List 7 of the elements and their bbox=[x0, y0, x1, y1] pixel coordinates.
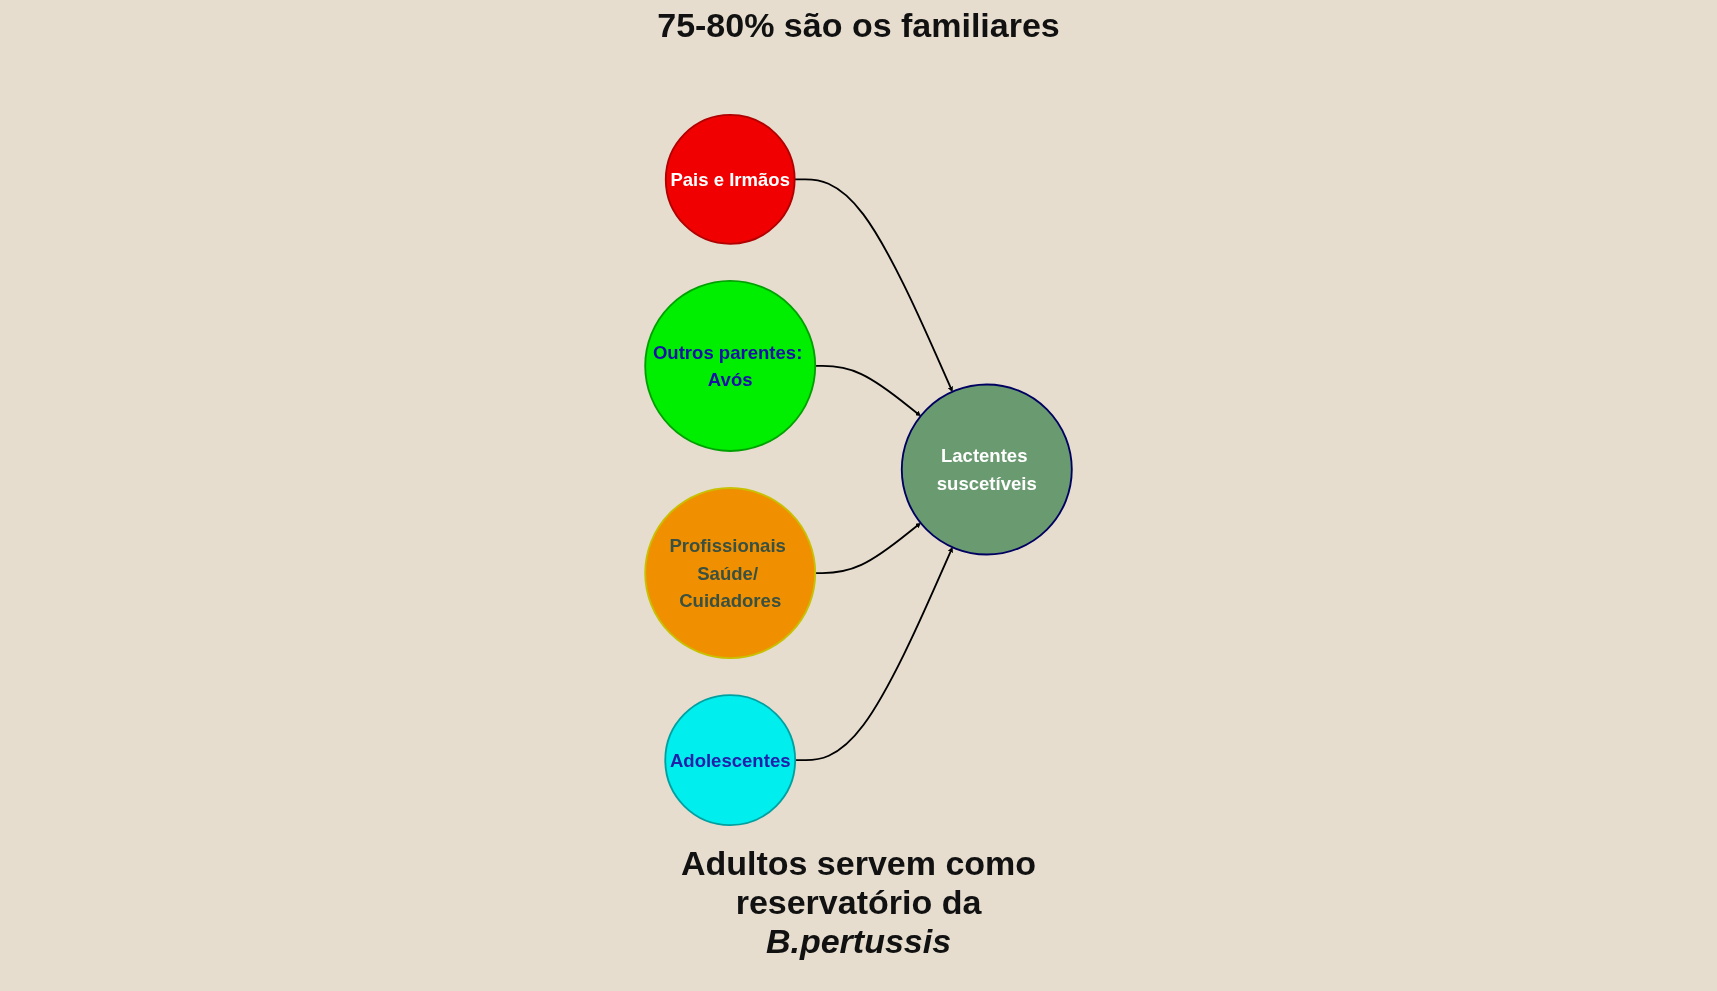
note-text: Adultos servem como reservatório da B.pertussis bbox=[679, 844, 1038, 961]
node-circle: Adolescentes bbox=[664, 694, 797, 826]
note-text: 75-80% são os familiares bbox=[657, 6, 1060, 45]
node-circle: Lactentes suscetíveis bbox=[900, 383, 1073, 556]
node-circle: Pais e Irmãos bbox=[664, 114, 796, 245]
node-circle: Outros parentes: Avós bbox=[644, 280, 817, 452]
node-circle: Profissionais Saúde/ Cuidadores bbox=[644, 487, 817, 659]
